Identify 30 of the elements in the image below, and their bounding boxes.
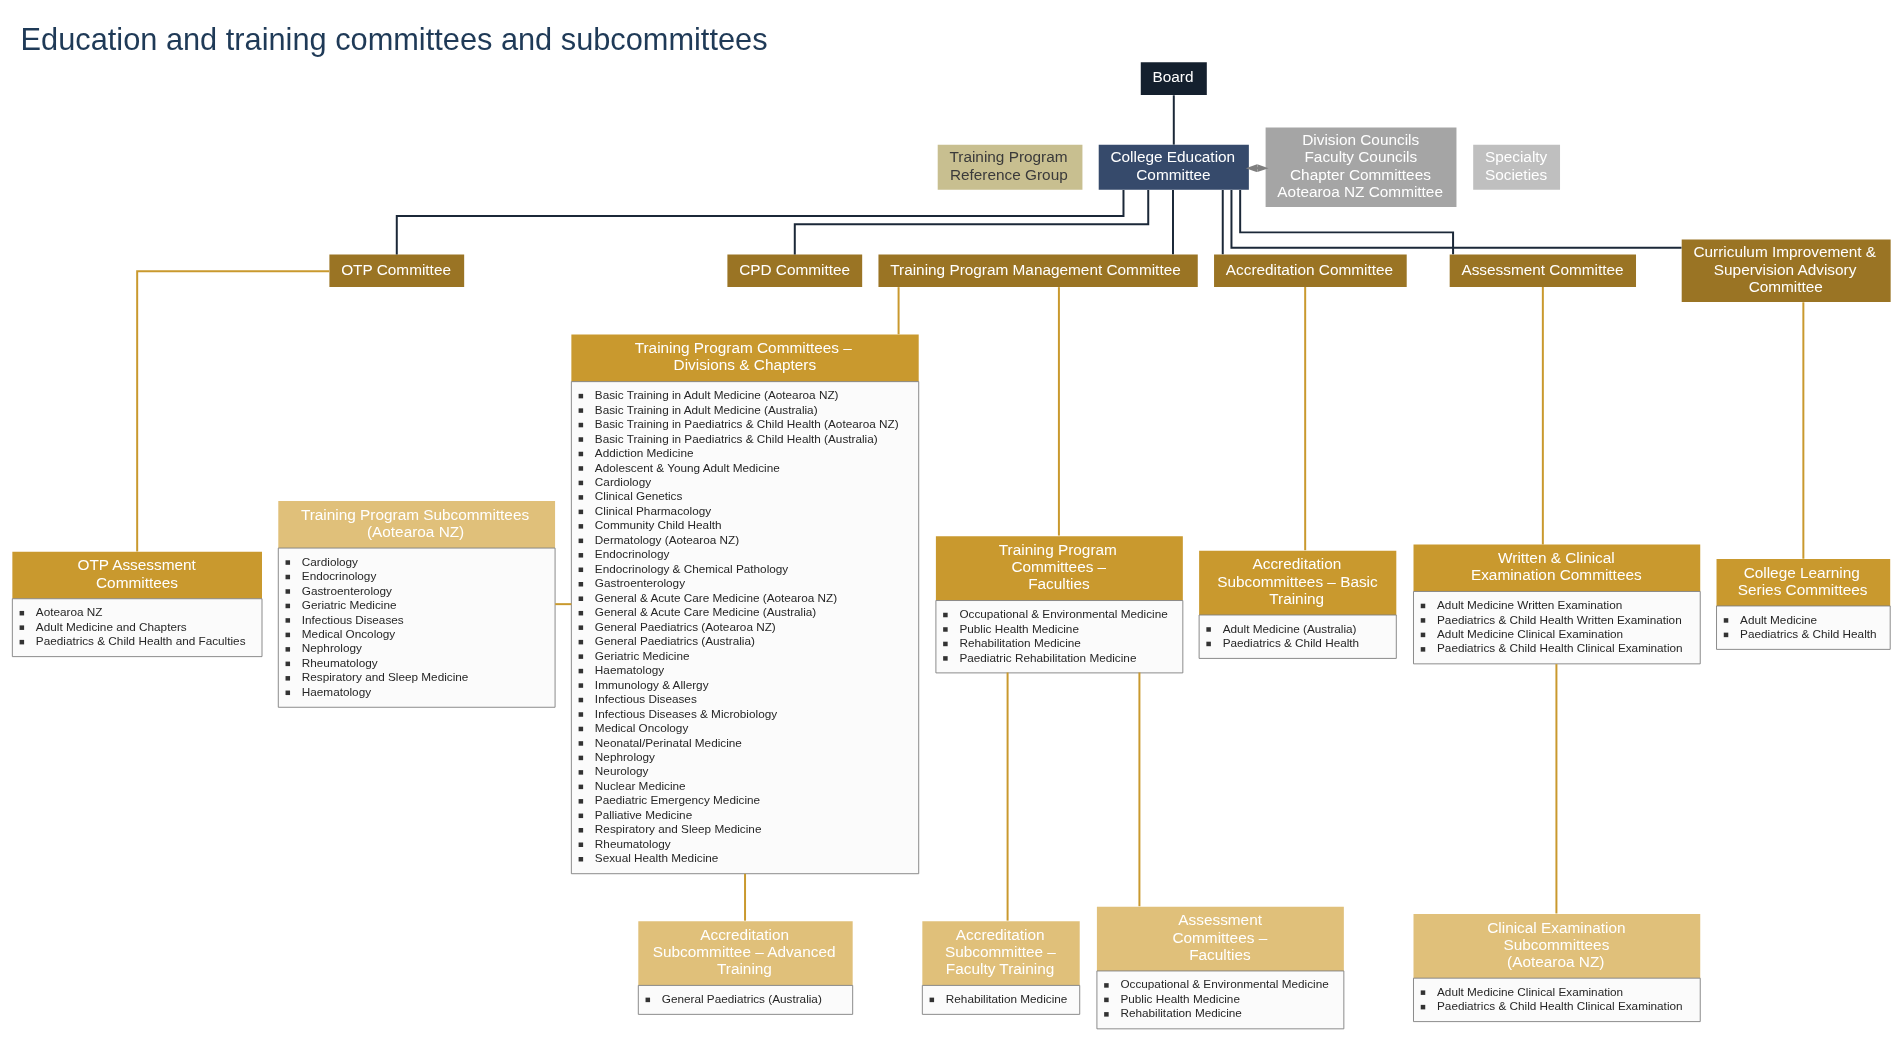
connector — [1057, 286, 1060, 537]
connector — [1541, 286, 1544, 546]
node-box: Division Councils Faculty Councils Chapter Committees Aotearoa NZ Committee — [1265, 127, 1457, 208]
node-box: CPD Committee — [727, 254, 863, 288]
connector — [1172, 94, 1175, 146]
connector — [554, 603, 573, 606]
connector — [1555, 663, 1558, 915]
connector — [1172, 189, 1174, 256]
connector — [897, 286, 900, 336]
node-box: College Education Committee — [1098, 144, 1249, 190]
connector — [1221, 189, 1224, 256]
node-box: Assessment Committee — [1449, 254, 1636, 288]
node-box: Training Program Reference Group — [937, 144, 1083, 190]
connector — [1304, 286, 1307, 552]
connector — [395, 188, 1125, 256]
connector — [1006, 671, 1009, 922]
connector — [793, 189, 1150, 256]
node-box: Board — [1140, 62, 1207, 95]
diagram-title: Education and training committees and subcommittees — [20, 21, 768, 57]
node-box: OTP Committee — [329, 254, 465, 288]
connector — [1239, 189, 1455, 256]
connector — [136, 270, 331, 553]
node-box: Training Program Management Committee — [878, 254, 1198, 288]
connector — [744, 872, 747, 922]
node-box: Specialty Societies — [1473, 144, 1561, 190]
connector — [1138, 671, 1141, 908]
node-box: Accreditation Committee — [1214, 254, 1407, 288]
node-box: Curriculum Improvement & Supervision Advisory Committee — [1681, 239, 1891, 303]
connector — [1802, 301, 1805, 560]
connector — [1230, 189, 1683, 249]
